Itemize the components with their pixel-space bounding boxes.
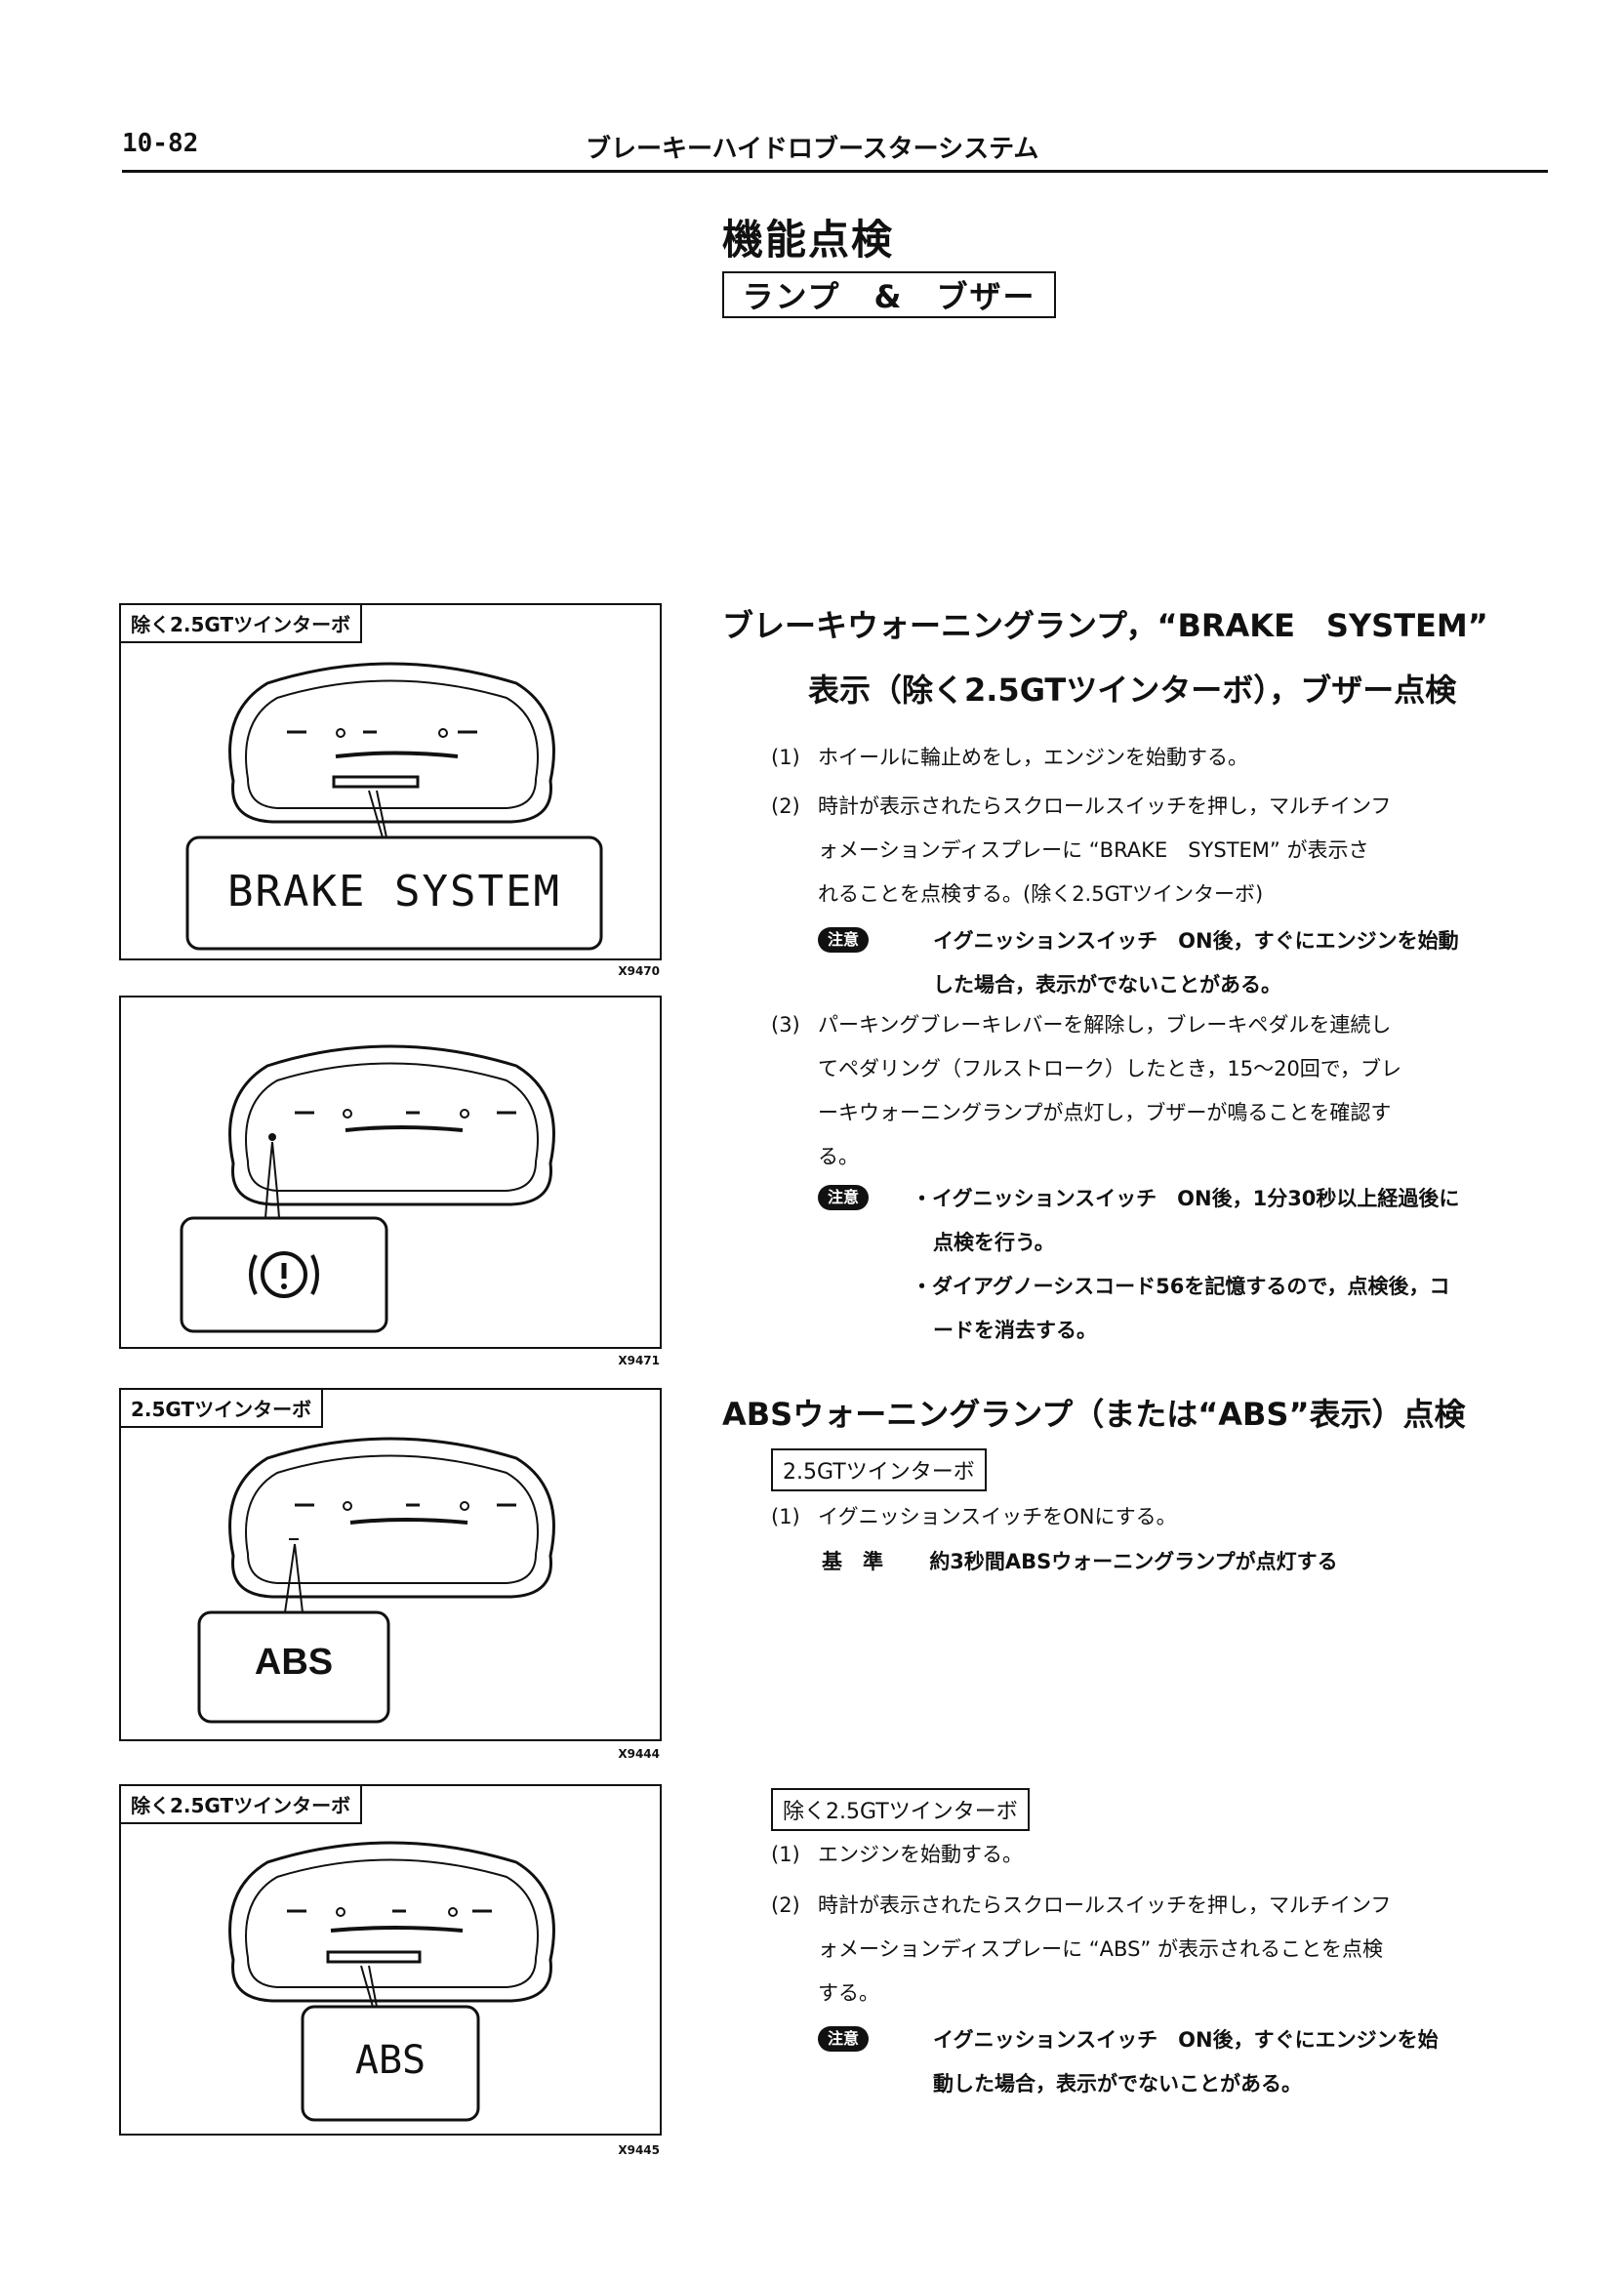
step-number: (1) xyxy=(771,746,800,769)
figure-parking-brake-warning: (!) xyxy=(119,996,662,1349)
step-number: (2) xyxy=(771,1893,800,1917)
meter-illustration xyxy=(180,1044,555,1333)
figure-label: 除く2.5GTツインターボ xyxy=(121,1786,363,1824)
figure-code: X9445 xyxy=(618,2143,660,2157)
step-text: する。 xyxy=(818,1981,879,2005)
section-subtitle: ランプ & ブザー xyxy=(722,271,1056,318)
figure-label: 除く2.5GTツインターボ xyxy=(121,605,363,643)
brake-heading-line2: 表示（除く2.5GTツインターボ），ブザー点検 xyxy=(808,672,1457,709)
figure-brake-system: 除く2.5GTツインターボ BRAKE SYSTEM xyxy=(119,603,662,960)
step-number: (1) xyxy=(771,1505,800,1528)
meter-illustration xyxy=(197,1437,555,1724)
abs-twin-step-1: (1) イグニッションスイッチをONにする。 xyxy=(771,1495,1542,1539)
abs-nontwin-label: 除く2.5GTツインターボ xyxy=(771,1788,1030,1831)
step-text: 時計が表示されたらスクロールスイッチを押し，マルチインフ xyxy=(818,794,1392,818)
caution-badge: 注意 xyxy=(818,927,870,953)
step-text: エンジンを始動する。 xyxy=(818,1843,1023,1866)
abs-heading: ABSウォーニングランプ（または“ABS”表示）点検 xyxy=(722,1396,1466,1433)
figure-label: 2.5GTツインターボ xyxy=(121,1390,324,1428)
brake-step-1: (1) ホイールに輪止めをし，エンジンを始動する。 xyxy=(771,736,1542,780)
abs-nontwin-step-2: (2) 時計が表示されたらスクロールスイッチを押し，マルチインフ ォメーションデ… xyxy=(771,1884,1542,2015)
meter-illustration xyxy=(228,1841,555,2122)
brake-step-3: (3) パーキングブレーキレバーを解除し，ブレーキペダルを連続し てペダリング（… xyxy=(771,1003,1542,1179)
abs-standard: 基 準 約3秒間ABSウォーニングランプが点灯する xyxy=(822,1540,1544,1584)
step-text: ォメーションディスプレーに “BRAKE SYSTEM” が表示さ xyxy=(818,838,1369,862)
step-number: (3) xyxy=(771,1013,800,1037)
standard-text: 約3秒間ABSウォーニングランプが点灯する xyxy=(929,1550,1338,1573)
step-text: ホイールに輪止めをし，エンジンを始動する。 xyxy=(818,746,1248,769)
note-text: ードを消去する。 xyxy=(933,1319,1097,1342)
note-text: ・イグニッションスイッチ ON後，1分30秒以上経過後に xyxy=(912,1187,1460,1210)
note-text: した場合，表示がでないことがある。 xyxy=(933,973,1281,997)
step-text: イグニッションスイッチをONにする。 xyxy=(818,1505,1177,1528)
abs-twin-label: 2.5GTツインターボ xyxy=(771,1448,987,1491)
section-title: 機能点検 xyxy=(722,216,895,264)
figure-code: X9444 xyxy=(618,1747,660,1761)
brake-step-2: (2) 時計が表示されたらスクロールスイッチを押し，マルチインフ ォメーションデ… xyxy=(771,785,1542,916)
abs-nontwin-note: 注意 イグニッションスイッチ ON後，すぐにエンジンを始 動した場合，表示がでな… xyxy=(818,2018,1540,2106)
figure-code: X9471 xyxy=(618,1354,660,1367)
note-text: イグニッションスイッチ ON後，すぐにエンジンを始 xyxy=(933,2028,1439,2052)
header-rule xyxy=(122,170,1548,173)
callout-brake-system: BRAKE SYSTEM xyxy=(227,867,561,916)
step-text: てペダリング（フルストローク）したとき，15～20回で，ブレ xyxy=(818,1057,1401,1080)
brake-heading-line1: ブレーキウォーニングランプ，“BRAKE SYSTEM” xyxy=(722,607,1488,644)
callout-abs: ABS xyxy=(254,1642,334,1683)
step-text: る。 xyxy=(818,1145,859,1168)
step-number: (1) xyxy=(771,1843,800,1866)
step-text: パーキングブレーキレバーを解除し，ブレーキペダルを連続し xyxy=(818,1013,1392,1037)
note-text: 動した場合，表示がでないことがある。 xyxy=(933,2072,1302,2096)
note-text: 点検を行う。 xyxy=(933,1231,1055,1254)
figure-abs-display: 除く2.5GTツインターボ ABS xyxy=(119,1784,662,2136)
callout-abs-display: ABS xyxy=(354,2038,426,2083)
caution-badge: 注意 xyxy=(818,2026,870,2052)
abs-nontwin-step-1: (1) エンジンを始動する。 xyxy=(771,1833,1542,1877)
caution-badge: 注意 xyxy=(818,1185,870,1210)
step-text: 時計が表示されたらスクロールスイッチを押し，マルチインフ xyxy=(818,1893,1392,1917)
note-text: ・ダイアグノーシスコード56を記憶するので，点検後，コ xyxy=(912,1275,1450,1298)
figure-abs-twin-turbo: 2.5GTツインターボ ABS xyxy=(119,1388,662,1741)
step-text: れることを点検する。(除く2.5GTツインターボ) xyxy=(818,882,1264,906)
meter-illustration xyxy=(185,662,603,951)
step-number: (2) xyxy=(771,794,800,818)
figure-code: X9470 xyxy=(618,964,660,978)
step-text: ーキウォーニングランプが点灯し，ブザーが鳴ることを確認す xyxy=(818,1101,1392,1124)
brake-note-2: 注意 ・イグニッションスイッチ ON後，1分30秒以上経過後に 点検を行う。 ・… xyxy=(818,1177,1540,1353)
note-text: イグニッションスイッチ ON後，すぐにエンジンを始動 xyxy=(933,929,1459,953)
page-number: 10-82 xyxy=(122,129,199,158)
brake-note-1: 注意 イグニッションスイッチ ON後，すぐにエンジンを始動 した場合，表示がでな… xyxy=(818,919,1540,1007)
standard-label: 基 準 xyxy=(822,1550,883,1573)
step-text: ォメーションディスプレーに “ABS” が表示されることを点検 xyxy=(818,1937,1383,1961)
chapter-title: ブレーキーハイドロブースターシステム xyxy=(586,135,1039,164)
